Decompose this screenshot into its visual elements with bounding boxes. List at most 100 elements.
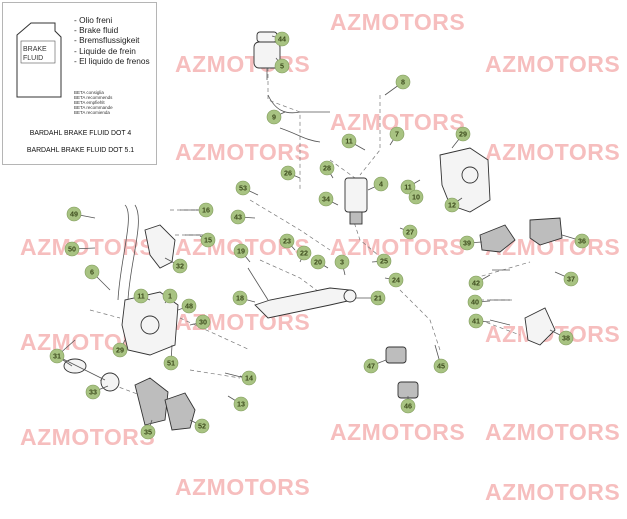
front-brake-pads [134,377,196,431]
watermark: AZMOTORS [485,479,620,505]
bottle-label-line-1: BRAKE [23,46,47,53]
brake-hose [267,94,330,143]
fluid-language-list: - Olio freni - Brake fluid - Bremsflussi… [74,15,150,66]
bottle-label-line-2: FLUID [23,55,43,62]
callout-badge: 11 [133,288,149,304]
callout-label: 10 [412,193,420,202]
callout-badge: 42 [468,275,484,291]
callout-label: 21 [374,294,382,303]
recommended-product: BARDAHL BRAKE FLUID DOT 4 [29,130,132,137]
callout-badge: 11 [400,179,416,195]
callout-badge: 22 [296,245,312,261]
callout-label: 37 [567,275,575,284]
watermark: AZMOTORS [485,139,620,165]
callout-badge: 18 [232,290,248,306]
fluid-language-item: - Brake fluid [74,25,119,36]
brake-pedal [247,267,357,319]
bolts [180,209,511,379]
callout-label: 23 [283,237,291,246]
beta-note: BETA empfiehlt [74,100,105,106]
callout-badge: 27 [402,224,418,240]
callout-label: 22 [300,249,308,258]
callout-badge: 40 [467,294,483,310]
callout-label: 19 [237,247,245,256]
callout-label: 53 [239,184,247,193]
callout-badge: 47 [363,358,379,374]
watermark: AZMOTORS [485,419,620,445]
callout-label: 11 [137,292,145,301]
callout-badge: 1 [162,288,178,304]
callout-label: 39 [463,239,471,248]
callout-label: 47 [367,362,375,371]
callout-label: 14 [245,374,253,383]
callout-label: 8 [401,78,405,87]
callout-label: 12 [448,201,456,210]
callout-label: 18 [236,294,244,303]
callout-label: 34 [322,195,330,204]
callout-badge: 53 [235,180,251,196]
callout-badge: 44 [274,31,290,47]
callout-label: 43 [234,213,242,222]
callout-badge: 5 [274,58,290,74]
callout-badge: 12 [444,197,460,213]
callout-badge: 35 [140,424,156,440]
callout-label: 36 [578,237,586,246]
fluid-language-item: - El liquido de frenos [74,55,150,66]
callout-badge: 30 [195,314,211,330]
watermark: AZMOTORS [330,234,465,260]
callout-label: 45 [437,362,445,371]
callout-badge: 14 [241,370,257,386]
callout-badge: 11 [341,133,357,149]
callouts: 44 5 8 9 11 7 29 12 26 28 4 11 10 53 34 … [49,31,590,440]
callout-label: 41 [472,317,480,326]
callout-label: 25 [380,257,388,266]
callout-label: 50 [68,245,76,254]
callout-label: 33 [89,388,97,397]
callout-badge: 39 [459,235,475,251]
callout-label: 9 [272,113,276,122]
watermark: AZMOTORS [175,474,310,500]
callout-label: 29 [116,346,124,355]
callout-badge: 23 [279,233,295,249]
watermark: AZMOTORS [330,419,465,445]
beta-recommendation-list: BETA consiglia BETA recommends BETA empf… [74,90,113,115]
callout-badge: 29 [455,126,471,142]
callout-label: 15 [204,236,212,245]
callout-badge: 20 [310,254,326,270]
fluid-language-item: - Bremsflussigkeit [74,35,140,46]
callout-label: 7 [395,130,399,139]
callout-label: 11 [404,183,412,192]
fluid-language-item: - Liquide de frein [74,45,136,56]
callout-label: 11 [345,137,353,146]
beta-note: BETA recomienda [74,110,110,116]
callout-badge: 52 [194,418,210,434]
callout-badge: 4 [373,176,389,192]
recommended-product: BARDAHL BRAKE FLUID DOT 5.1 [26,147,135,154]
callout-badge: 33 [85,384,101,400]
watermark: AZMOTORS [485,51,620,77]
callout-badge: 45 [433,358,449,374]
callout-label: 27 [406,228,414,237]
callout-label: 32 [176,262,184,271]
callout-badge: 51 [163,355,179,371]
callout-label: 48 [185,302,193,311]
beta-note: BETA recommande [74,105,113,111]
callout-badge: 3 [334,254,350,270]
callout-badge: 6 [84,264,100,280]
master-cylinder [344,177,368,225]
front-caliper [121,291,179,356]
beta-note: BETA consiglia [74,90,104,95]
watermark: AZMOTORS [20,424,155,450]
callout-badge: 38 [558,330,574,346]
callout-label: 5 [280,62,284,71]
brake-reservoir [253,31,281,80]
callout-badge: 49 [66,206,82,222]
callout-badge: 9 [266,109,282,125]
callout-label: 20 [314,258,322,267]
rear-caliper [439,147,491,213]
callout-badge: 26 [280,165,296,181]
callout-label: 38 [562,334,570,343]
callout-badge: 37 [563,271,579,287]
callout-badge: 41 [468,313,484,329]
